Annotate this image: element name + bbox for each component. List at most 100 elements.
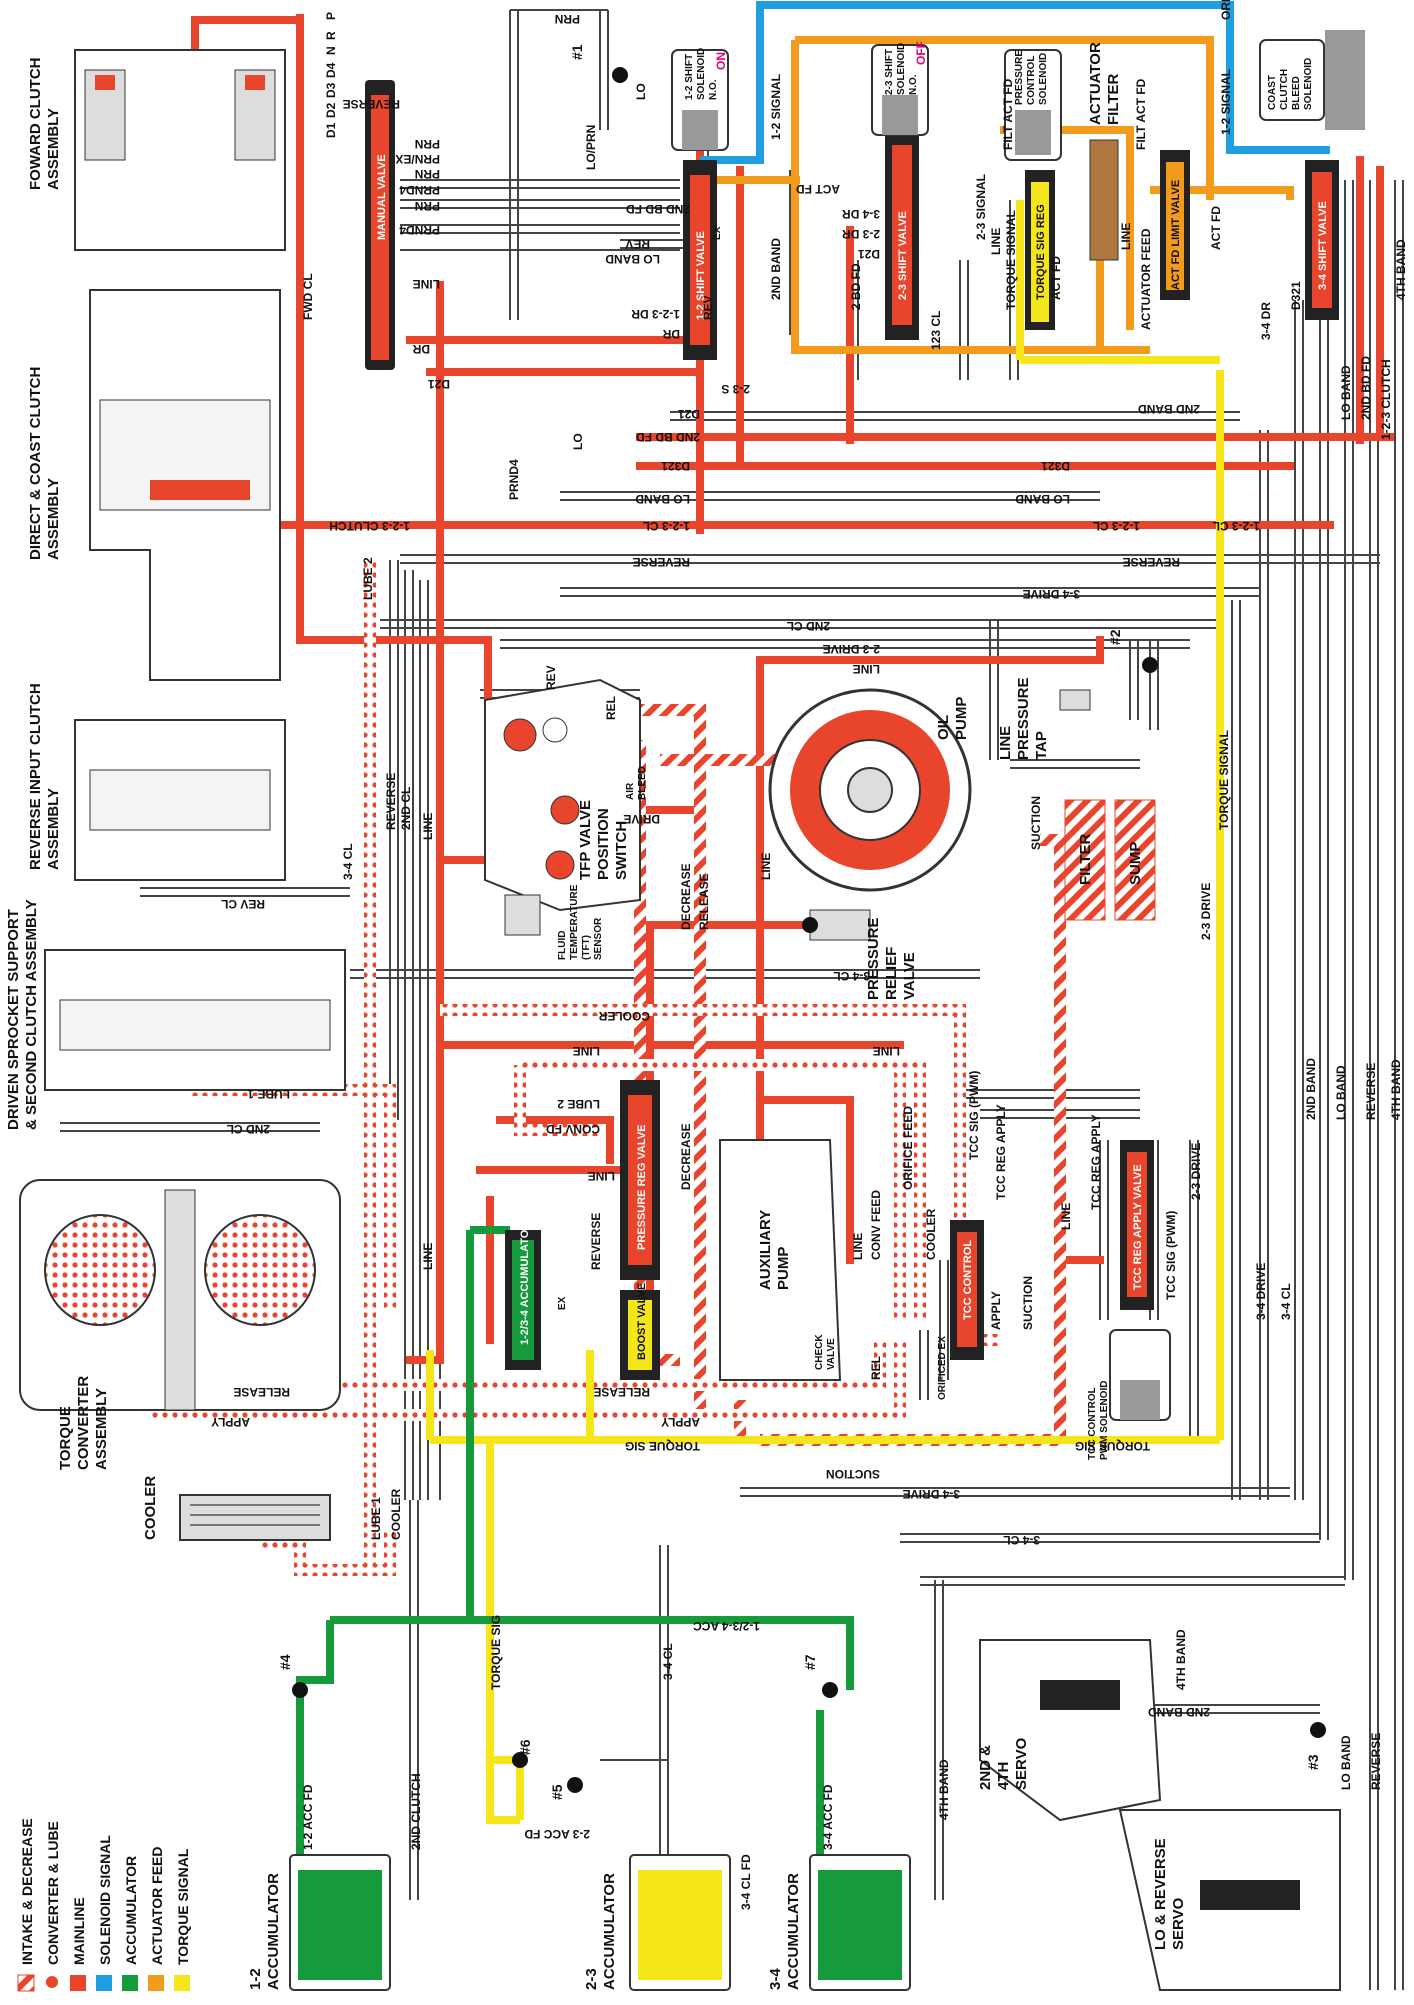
label-d21-vertical: D21 — [858, 247, 880, 261]
label-filt-act-fd-a: FILT ACT FD — [1001, 78, 1015, 150]
label-lo-vertical: LO — [571, 433, 585, 450]
torque-sig-reg-valve[interactable]: TORQUE SIG REG — [1025, 170, 1055, 330]
solenoid-2-3-label-3: N.O. — [908, 74, 919, 95]
manual-port-reverse: REVERSE — [343, 97, 400, 111]
actuator-down — [791, 40, 1150, 354]
passage-4th-band-low — [920, 1576, 1345, 1586]
pressure-tap-label-2: PRESSURE — [1015, 677, 1032, 760]
shift-valve-3-4-spool — [1312, 172, 1332, 308]
converter-apply — [150, 1340, 906, 1421]
oil-pump-hub — [847, 767, 893, 813]
manual-port-dr: DR — [412, 342, 430, 356]
tcc-reg-apply-valve[interactable]: TCC REG APPLY VALVE — [1120, 1140, 1154, 1310]
passage-reverse-upper — [400, 554, 1380, 564]
label-line-tcc: LINE — [1059, 1203, 1073, 1230]
tcc-pwm-solenoid[interactable]: TCC CONTROL PWM SOLENOID — [1087, 1329, 1171, 1460]
solenoid-1-2-label-2: SOLENOID — [696, 48, 707, 100]
passage-2-3-drive-upper — [500, 639, 1190, 649]
pressure-regulator-valve[interactable]: PRESSURE REG VALVE — [620, 1080, 660, 1280]
accumulator-1-2-spring — [298, 1870, 382, 1980]
manual-port-labels: REVERSE PRN PRN/EX PRN PRND4 PRN PRND4 L… — [343, 97, 450, 391]
label-line-low-left: LINE — [421, 1243, 435, 1270]
servo-lo-rev-label-1: LO & REVERSE — [1152, 1838, 1169, 1950]
label-1-2-3-cl-far: 1-2-3 CL — [1213, 519, 1260, 533]
shift-valve-1-2[interactable]: 1-2 SHIFT VALVE — [683, 160, 717, 360]
legend-label-converter: CONVERTER & LUBE — [45, 1821, 61, 1965]
direct-clutch-label-1: DIRECT & COAST CLUTCH — [27, 367, 44, 560]
mainline-line-to-pump — [756, 636, 1104, 664]
passage-2nd-band-low — [1130, 1704, 1320, 1714]
label-3-4-cl-fd: 3-4 CL FD — [739, 1854, 753, 1910]
pressure-tap-body — [1059, 689, 1091, 711]
label-rev-switch: REV — [544, 665, 558, 690]
label-reverse-low: REVERSE — [589, 1213, 603, 1270]
torque-sig-reg-spool — [1031, 182, 1049, 322]
tcc-control-spool — [957, 1232, 977, 1347]
passage-3-4-drive-low — [740, 1487, 1290, 1497]
second-clutch-pack — [59, 999, 331, 1051]
label-torque-sig-v: TORQUE SIG — [489, 1615, 503, 1690]
label-prn: PRN — [555, 12, 580, 26]
aux-pump-label-2: PUMP — [775, 1247, 792, 1290]
label-3-4-drive-low-h: 3-4 DRIVE — [903, 1487, 960, 1501]
label-d321-right: D321 — [1289, 281, 1303, 310]
torque-converter-label-1: TORQUE — [57, 1406, 74, 1470]
label-line-pump: LINE — [853, 662, 880, 676]
servo-lo-reverse: LO & REVERSE SERVO — [1118, 1809, 1341, 1991]
label-conv-fd: CONV FD — [546, 1122, 600, 1136]
label-rev-vertical: REV — [701, 295, 715, 320]
driven-sprocket-label-2: & SECOND CLUTCH ASSEMBLY — [23, 899, 40, 1130]
mainline-line-left — [406, 1016, 444, 1364]
label-2-3-signal: 2-3 SIGNAL — [974, 174, 988, 240]
label-3-4-dr-right: 3-4 DR — [1259, 302, 1273, 340]
accumulator-1234-valve[interactable]: 1-2/3-4 ACCUMULATOR — [505, 1222, 541, 1370]
boost-valve[interactable]: BOOST VALVE — [620, 1283, 660, 1380]
legend-swatch-actuator — [148, 1975, 164, 1991]
label-1-2-3-4-acc: 1-2/3-4 ACC — [693, 1619, 760, 1633]
solenoid-1-2-shift[interactable]: 1-2 SHIFT SOLENOID N.O. ON — [671, 48, 729, 151]
shift-valve-3-4[interactable]: 3-4 SHIFT VALVE — [1305, 160, 1339, 320]
relief-valve-body — [809, 909, 871, 941]
label-lo-prn: LO/PRN — [584, 125, 598, 170]
cooler-label: COOLER — [142, 1476, 159, 1540]
torque-converter-assembly: TORQUE CONVERTER ASSEMBLY — [19, 1179, 341, 1470]
shift-valve-2-3[interactable]: 2-3 SHIFT VALVE — [885, 130, 919, 340]
servo-2nd-4th-label-1: 2ND & — [977, 1745, 994, 1790]
label-act-fd-right: ACT FD — [1209, 206, 1223, 250]
tft-sensor: FLUID TEMPERATURE (TFT) SENSOR — [504, 884, 604, 960]
coast-solenoid-body — [1259, 39, 1325, 121]
tcc-control-valve[interactable]: TCC CONTROL — [950, 1220, 984, 1360]
driven-sprocket-support-assembly: DRIVEN SPROCKET SUPPORT & SECOND CLUTCH … — [5, 899, 346, 1130]
shift-valve-2-3-label: 2-3 SHIFT VALVE — [897, 211, 909, 300]
accumulator-2-3-label-1: 2-3 — [583, 1968, 600, 1990]
label-2nd-clutch-v: 2ND CLUTCH — [409, 1773, 423, 1850]
check-ball-6-label: #6 — [517, 1739, 533, 1755]
label-2nd-band-vertical: 2ND BAND — [769, 238, 783, 300]
servo-2nd-4th: 2ND & 4TH SERVO — [977, 1639, 1162, 1822]
coast-clutch-bleed-solenoid[interactable]: COAST CLUTCH BLEED SOLENOID — [1259, 30, 1365, 130]
manual-valve[interactable]: MANUAL VALVE — [365, 80, 395, 370]
check-ball-5 — [567, 1777, 583, 1793]
label-fwd-cl: FWD CL — [301, 273, 315, 320]
label-apply-h-2: APPLY — [661, 1415, 700, 1429]
act-fd-limit-valve[interactable]: ACT FD LIMIT VALVE — [1160, 150, 1190, 300]
forward-clutch-label-2: ASSEMBLY — [45, 108, 62, 190]
label-lube-2: LUBE 2 — [361, 557, 375, 600]
range-d2: D2 — [324, 102, 338, 118]
passage-2nd-cl-mid — [60, 1122, 320, 1132]
label-release-h-2: RELEASE — [593, 1385, 650, 1399]
label-suction-low: SUCTION — [1021, 1276, 1035, 1330]
legend-label-actuator: ACTUATOR FEED — [149, 1847, 165, 1965]
label-tcc-reg-apply-b: TCC REG APPLY — [1089, 1114, 1103, 1210]
label-lo-band-h-left: LO BAND — [635, 492, 690, 506]
shift-valve-2-3-spool — [892, 145, 912, 325]
pressure-control-solenoid[interactable]: PRESSURE CONTROL SOLENOID — [1004, 49, 1062, 161]
shift-valve-3-4-label: 3-4 SHIFT VALVE — [1317, 201, 1329, 290]
label-2nd-bd-fd-h: 2ND BD FD — [636, 430, 700, 444]
torque-sig-to-acc — [490, 1756, 524, 1820]
pressure-tap-label-3: TAP — [1033, 731, 1050, 760]
solenoid-2-3-shift[interactable]: 2-3 SHIFT SOLENOID N.O. OFF — [871, 41, 929, 136]
manual-port-prnd4-2: PRND4 — [399, 223, 440, 237]
reverse-clutch-label-2: ASSEMBLY — [45, 788, 62, 870]
passage-labels: PRN LO LO/PRN 2ND BD FD REV LO BAND 1-2-… — [211, 0, 1408, 1910]
